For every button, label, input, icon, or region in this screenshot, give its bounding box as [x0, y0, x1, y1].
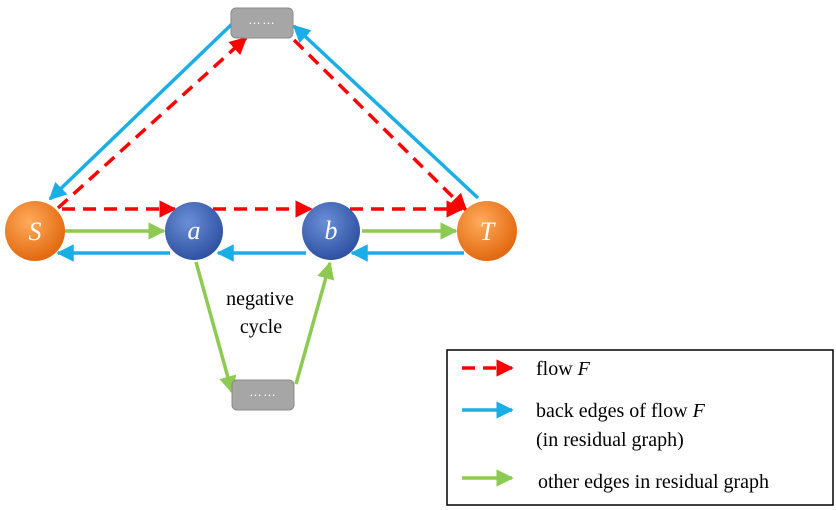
negative-cycle-caption-line1: negative [226, 288, 294, 310]
residual-edge-a-to-bottom [194, 261, 237, 394]
back-edge-t-to-top [292, 24, 480, 200]
intermediate-node-top: …… [230, 7, 294, 39]
legend-flow-label: flow F [536, 358, 591, 380]
legend: flow F back edges of flow F (in residual… [446, 349, 834, 506]
node-a-label: a [188, 216, 201, 245]
flow-edge-top-to-t [292, 38, 468, 212]
back-edge-top-to-s [48, 22, 234, 201]
node-s-label: S [29, 217, 42, 246]
node-t: T [457, 201, 517, 261]
negative-cycle-caption-line2: cycle [240, 316, 282, 338]
node-s: S [5, 201, 65, 261]
residual-edge-bottom-to-b [294, 261, 335, 385]
node-a: a [165, 202, 223, 260]
flow-edge-s-to-top [56, 36, 248, 210]
node-t-label: T [480, 217, 496, 246]
legend-back-label-line1: back edges of flow F [536, 400, 706, 422]
legend-back-label-line2: (in residual graph) [536, 429, 684, 451]
node-b-label: b [325, 216, 338, 245]
node-b: b [302, 202, 360, 260]
legend-other-label: other edges in residual graph [538, 471, 769, 493]
top-box-label: …… [248, 12, 276, 27]
intermediate-node-bottom: …… [231, 379, 295, 411]
bottom-box-label: …… [249, 384, 277, 399]
